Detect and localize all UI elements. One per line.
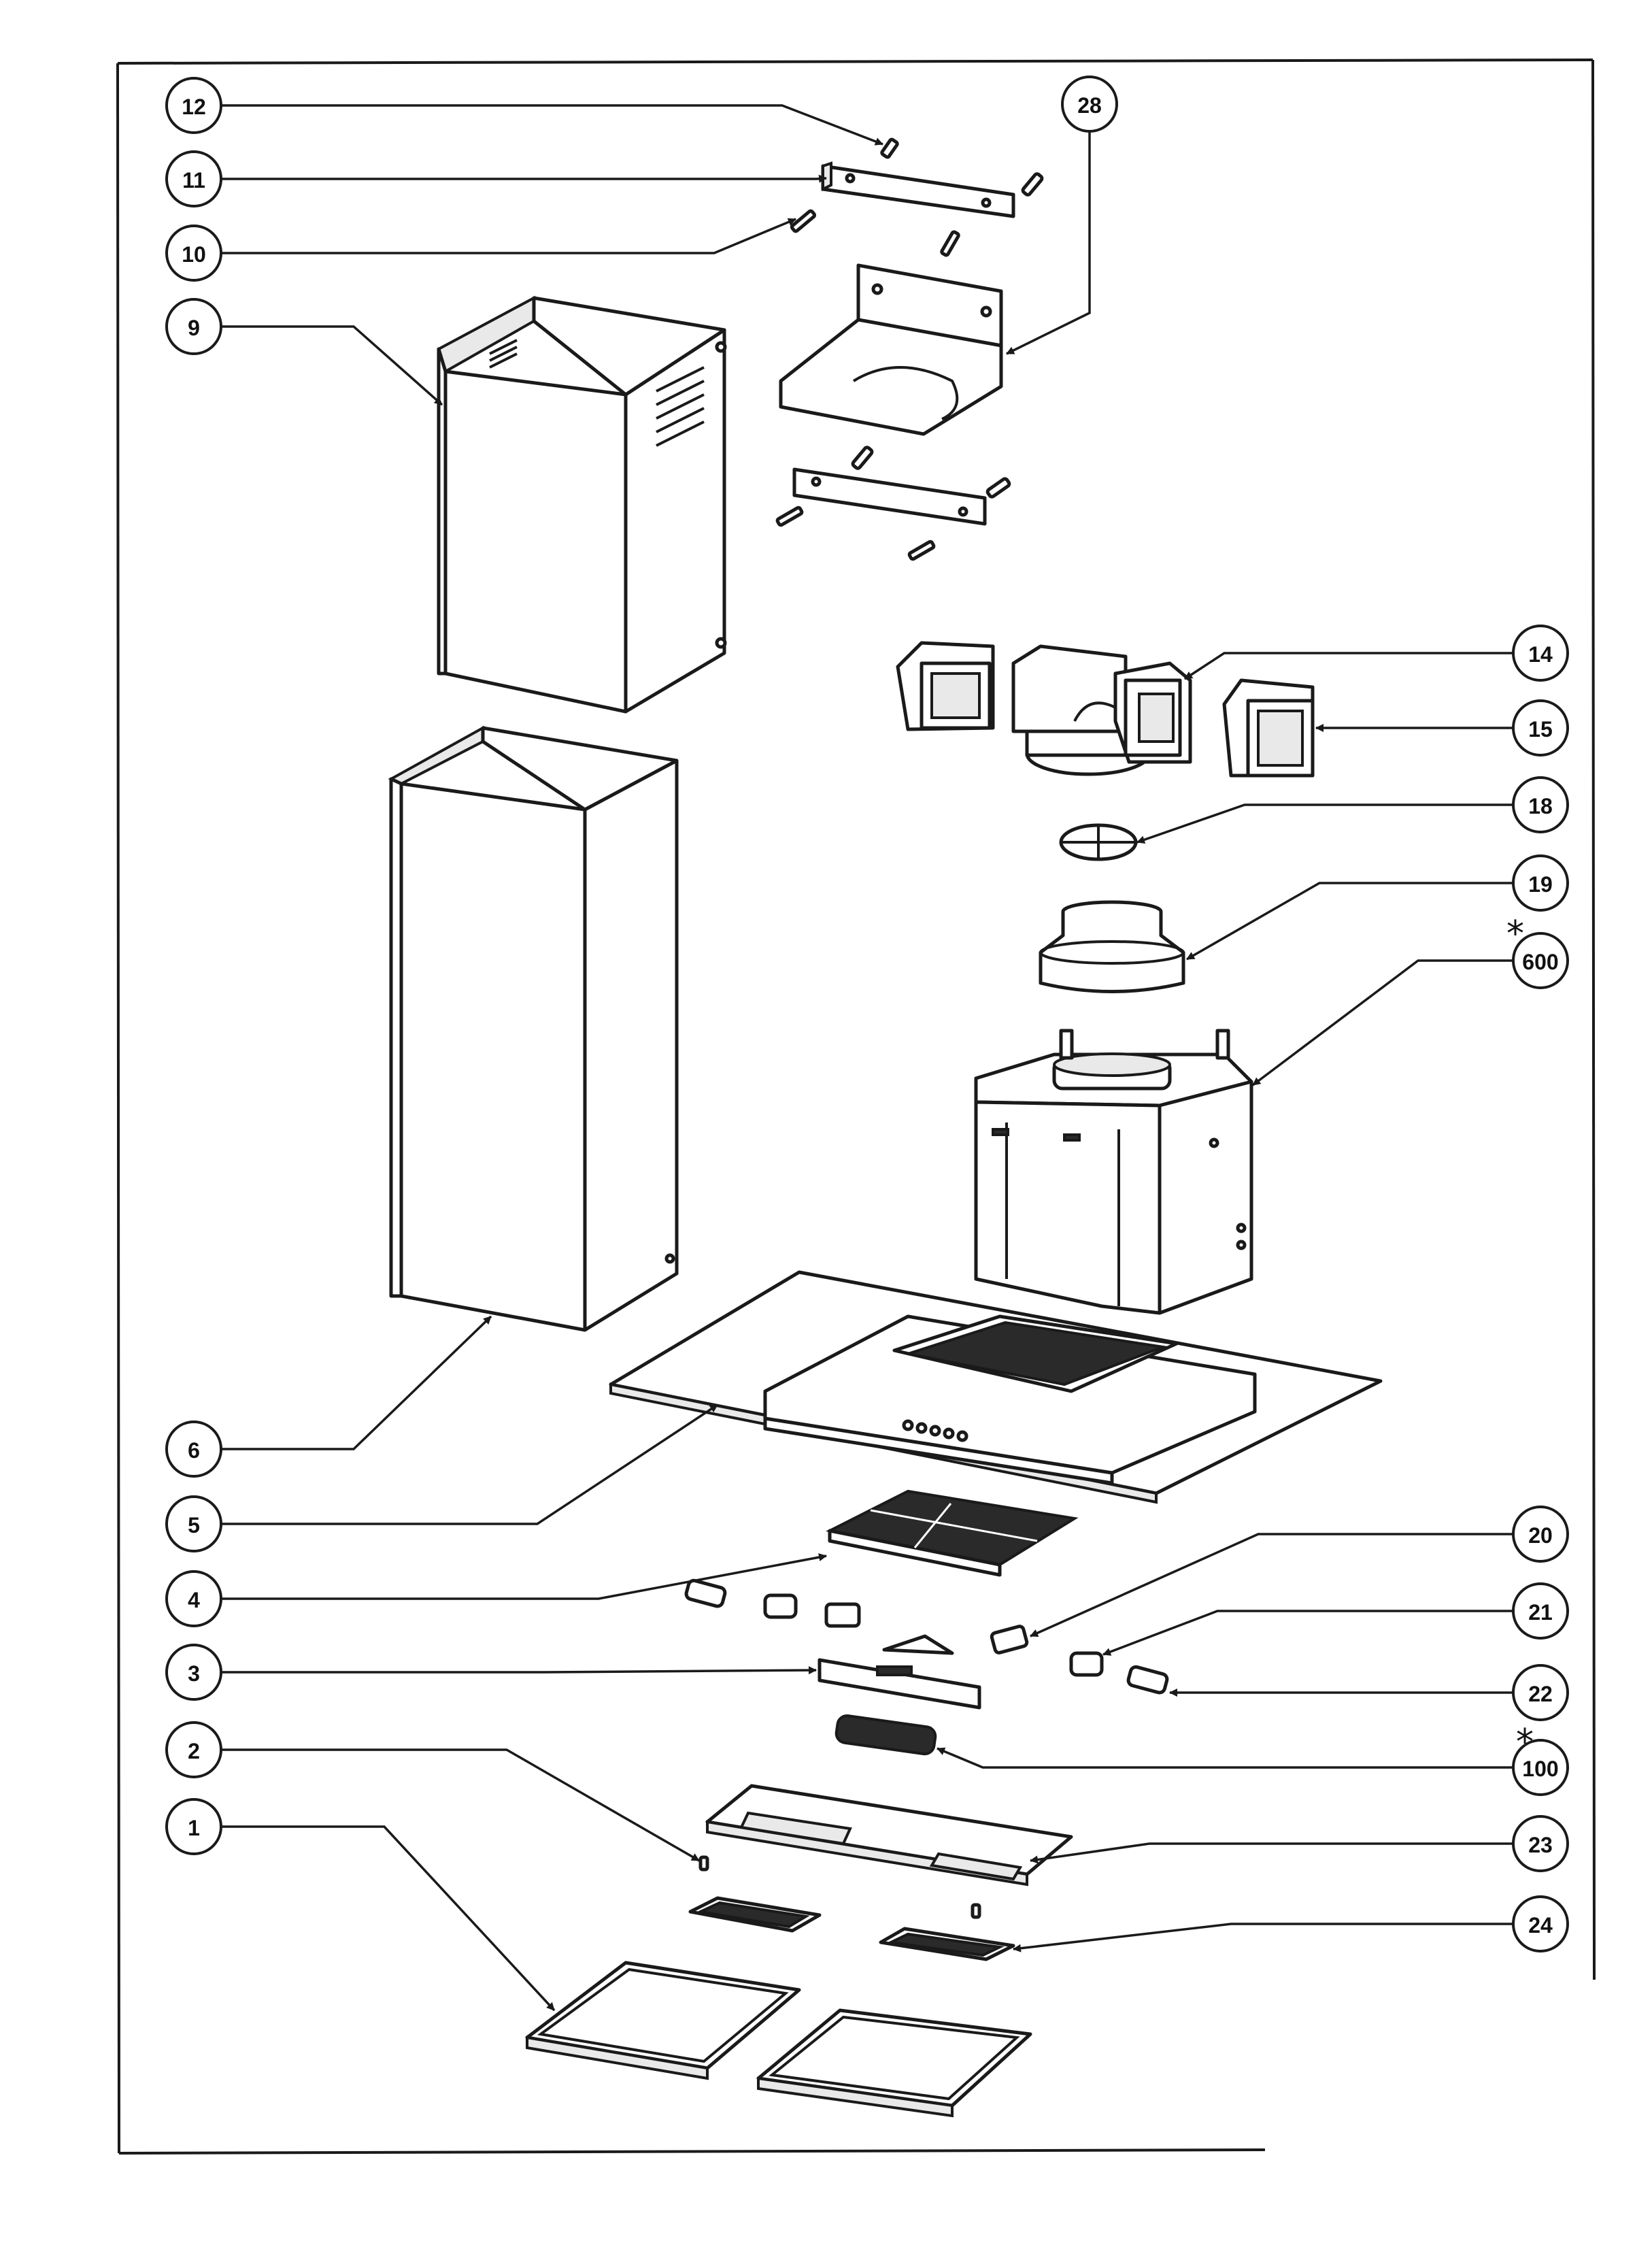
callout-1: 1 <box>165 1798 222 1855</box>
leader-21 <box>1102 1610 1513 1656</box>
svg-text:22: 22 <box>1528 1682 1553 1706</box>
part-12-screw <box>880 137 899 159</box>
svg-text:12: 12 <box>182 95 206 119</box>
leader-23 <box>1030 1842 1513 1864</box>
svg-text:6: 6 <box>188 1438 200 1463</box>
svg-text:1: 1 <box>188 1816 200 1840</box>
svg-text:18: 18 <box>1528 794 1553 818</box>
callout-10: 10 <box>165 225 222 282</box>
leader-11 <box>221 174 827 183</box>
leader-24 <box>1013 1923 1513 1952</box>
part-21-lamp-socket <box>1069 1651 1104 1677</box>
leader-20 <box>1030 1533 1513 1638</box>
svg-text:11: 11 <box>182 168 205 193</box>
part-24-filter-gasket <box>688 1896 1015 1961</box>
callout-24: 24 <box>1512 1895 1569 1952</box>
part-18-damper <box>1059 823 1138 861</box>
svg-text:9: 9 <box>188 316 200 340</box>
svg-text:4: 4 <box>188 1588 200 1612</box>
part-600-motor-housing <box>974 1029 1253 1315</box>
svg-text:21: 21 <box>1528 1600 1553 1625</box>
leader-19 <box>1186 882 1513 961</box>
leader-600 <box>1251 959 1513 1086</box>
callout-11: 11 <box>165 150 222 207</box>
part-5-hood-canopy <box>609 1270 1383 1504</box>
part-10-screws <box>790 209 960 257</box>
leader-100 <box>937 1747 1513 1769</box>
part-4-charcoal-filter <box>825 1489 1079 1577</box>
svg-text:19: 19 <box>1528 872 1553 897</box>
part-duct-left <box>896 641 995 731</box>
callout-21: 21 <box>1512 1582 1569 1640</box>
leader-lines <box>221 104 1513 2012</box>
leader-3 <box>221 1666 817 1675</box>
part-9-upper-chimney <box>437 295 727 714</box>
leader-4 <box>221 1553 827 1600</box>
drawing-frame <box>116 59 1596 2155</box>
callout-20: 20 <box>1512 1506 1569 1563</box>
callout-6: 6 <box>165 1420 222 1478</box>
part-23-bottom-tray <box>705 1784 1073 1887</box>
svg-text:23: 23 <box>1528 1833 1553 1857</box>
callout-23: 23 <box>1512 1815 1569 1872</box>
callout-14: 14 <box>1512 625 1569 682</box>
part-6-lower-chimney <box>388 725 679 1332</box>
svg-text:14: 14 <box>1528 642 1553 667</box>
svg-text:28: 28 <box>1077 93 1102 118</box>
leader-2 <box>221 1748 700 1862</box>
callout-100: 100 <box>1512 1739 1569 1796</box>
part-3-control-board <box>817 1634 981 1710</box>
part-lamp-holders <box>684 1578 861 1628</box>
part-1-grease-filter-right <box>756 2008 1032 2118</box>
svg-text:24: 24 <box>1528 1913 1553 1938</box>
part-1-grease-filter-left <box>525 1961 801 2080</box>
svg-text:5: 5 <box>188 1513 200 1538</box>
callout-12: 12 <box>165 77 222 134</box>
leader-12 <box>221 104 883 146</box>
upper-chimney-vent-left <box>489 339 518 369</box>
callout-22: 22 <box>1512 1664 1569 1721</box>
part-2-screw <box>698 1855 981 1919</box>
part-14-duct-connector <box>1011 644 1192 776</box>
svg-text:600: 600 <box>1522 950 1558 974</box>
leader-14 <box>1184 652 1513 680</box>
callout-600: 600 <box>1512 932 1569 989</box>
leader-1 <box>221 1825 556 2012</box>
leader-5 <box>221 1403 718 1525</box>
leader-6 <box>221 1315 492 1450</box>
upper-chimney-vent-right <box>656 366 705 447</box>
svg-text:15: 15 <box>1528 717 1553 742</box>
callout-9: 9 <box>165 298 222 355</box>
part-11-upper-bracket <box>821 161 1044 218</box>
part-lower-bracket <box>775 446 1011 561</box>
callouts: 12 11 10 9 28 14 15 18 19 * 600 6 5 4 20… <box>165 76 1569 1952</box>
callout-2: 2 <box>165 1721 222 1778</box>
leader-18 <box>1136 803 1513 844</box>
leader-28 <box>1006 131 1091 355</box>
part-22-lamp <box>1126 1665 1169 1695</box>
part-100-button-panel <box>835 1714 937 1756</box>
part-15-duct-right <box>1222 678 1315 778</box>
svg-text:100: 100 <box>1522 1757 1558 1781</box>
svg-text:10: 10 <box>182 242 206 267</box>
callout-15: 15 <box>1512 699 1569 757</box>
svg-text:3: 3 <box>188 1661 200 1686</box>
svg-text:2: 2 <box>188 1739 200 1763</box>
callout-19: 19 <box>1512 854 1569 912</box>
callout-18: 18 <box>1512 776 1569 833</box>
callout-5: 5 <box>165 1495 222 1552</box>
leader-9 <box>221 325 443 406</box>
svg-text:20: 20 <box>1528 1523 1553 1548</box>
callout-28: 28 <box>1061 76 1118 133</box>
callout-4: 4 <box>165 1570 222 1627</box>
part-28-mounting-bracket <box>779 263 1003 436</box>
part-20-switch <box>990 1625 1029 1655</box>
callout-3: 3 <box>165 1644 222 1701</box>
leader-10 <box>221 218 796 254</box>
part-19-collar <box>1039 900 1185 993</box>
